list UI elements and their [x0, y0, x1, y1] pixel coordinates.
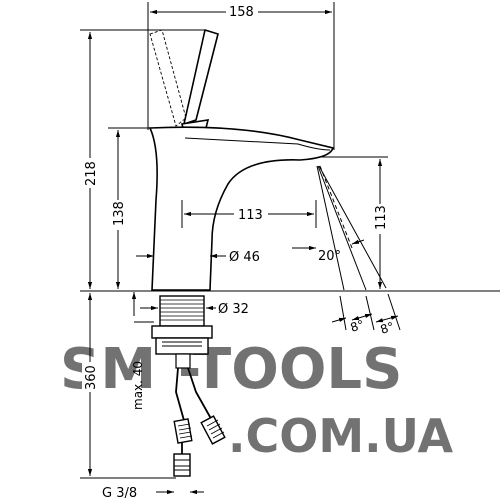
spout-top-edge: [184, 137, 331, 151]
lever-handle: [149, 28, 219, 133]
dim-angle-8b: 8°: [379, 319, 396, 337]
dim-360: 360: [84, 365, 99, 390]
dim-158: 158: [229, 5, 254, 20]
flex-hoses: [173, 367, 226, 477]
watermark-tools: -TOOLS: [178, 337, 402, 402]
dim-218: 218: [84, 161, 99, 186]
water-stream: [316, 165, 387, 291]
dim-angle-20: 20°: [318, 249, 341, 264]
watermark: SM -TOOLS .COM.UA: [60, 337, 454, 463]
dimension-labels: 158 218 138 113 113 Ø 46 20° Ø 32 8° 8° …: [82, 4, 396, 500]
watermark-sm: SM: [60, 337, 156, 402]
dim-thread-g38: G 3/8: [102, 486, 137, 500]
mounting-shank: [151, 295, 213, 369]
faucet-body: [148, 126, 335, 291]
dim-113-height: 113: [374, 205, 389, 230]
dim-113-reach: 113: [238, 208, 263, 223]
dim-diameter-32: Ø 32: [218, 302, 249, 317]
dim-angle-8a: 8°: [349, 317, 366, 335]
watermark-domain: .COM.UA: [228, 409, 454, 463]
dim-diameter-46: Ø 46: [229, 250, 260, 265]
dim-max-40: max. 40: [131, 361, 145, 410]
extension-lines: [80, 2, 401, 479]
dim-138: 138: [112, 201, 127, 226]
